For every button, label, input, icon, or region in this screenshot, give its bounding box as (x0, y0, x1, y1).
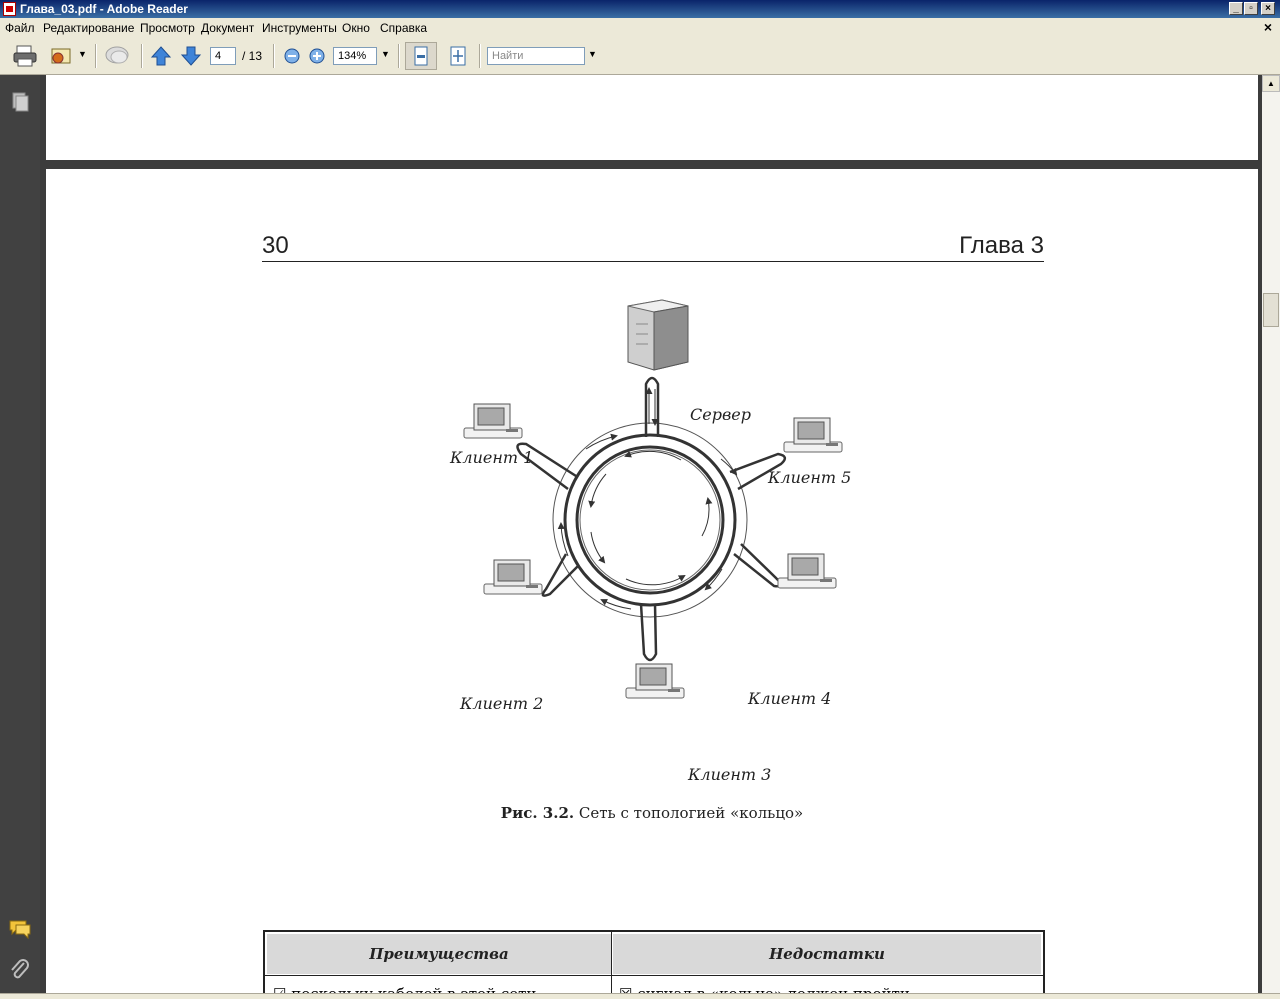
fit-page-icon[interactable] (446, 44, 470, 68)
chevron-down-icon[interactable]: ▼ (78, 49, 87, 59)
table-container: Преимущества Недостатки ☑ поскольку кабе… (263, 930, 1045, 993)
table-header-advantages: Преимущества (267, 934, 611, 974)
vertical-scrollbar[interactable]: ▲ (1262, 75, 1280, 993)
menu-file[interactable]: Файл (5, 21, 35, 35)
figure-caption-text: Сеть с топологией «кольцо» (578, 804, 804, 822)
pdf-page-previous (46, 75, 1258, 160)
page-number: 30 (262, 232, 289, 259)
header-rule (262, 261, 1044, 262)
menu-edit[interactable]: Редактирование (43, 21, 135, 35)
zoom-out-icon[interactable] (283, 44, 301, 68)
window-title: Глава_03.pdf - Adobe Reader (20, 2, 188, 16)
print-icon[interactable] (12, 44, 40, 68)
comment-bubble-icon[interactable] (8, 918, 32, 940)
menu-document[interactable]: Документ (201, 21, 255, 35)
document-close-icon[interactable]: × (1263, 19, 1272, 35)
attachment-icon[interactable] (9, 959, 31, 981)
arrow-down-icon[interactable] (180, 44, 202, 68)
client-4-computer-icon (777, 553, 837, 589)
page-number-input[interactable]: 4 (210, 47, 236, 65)
menu-bar: Файл Редактирование Просмотр Документ Ин… (0, 18, 1280, 38)
server-label: Сервер (690, 405, 751, 424)
client-5-label: Клиент 5 (768, 468, 852, 487)
client-1-label: Клиент 1 (450, 448, 534, 467)
search-input[interactable]: Найти (487, 47, 585, 65)
client-3-label: Клиент 3 (688, 765, 772, 784)
client-2-computer-icon (483, 559, 543, 595)
server-icon (627, 299, 689, 371)
document-viewer[interactable]: 30 Глава 3 (40, 75, 1262, 993)
maximize-button[interactable]: ▫ (1244, 2, 1258, 15)
client-1-computer-icon (463, 403, 523, 439)
figure-caption-label: Рис. 3.2. (500, 804, 575, 822)
chapter-title: Глава 3 (959, 232, 1044, 259)
figure-caption: Рис. 3.2. Сеть с топологией «кольцо» (46, 804, 1258, 822)
title-bar: Глава_03.pdf - Adobe Reader _ ▫ × (0, 0, 1280, 18)
table-cell-disadvantage-1: ☒ сигнал в «кольце» должен пройти (619, 985, 910, 993)
pdf-app-icon (3, 2, 16, 16)
menu-tools[interactable]: Инструменты (262, 21, 337, 35)
search-chevron-down-icon[interactable]: ▼ (588, 49, 597, 59)
arrow-up-icon[interactable] (150, 44, 172, 68)
close-button[interactable]: × (1261, 2, 1275, 15)
client-4-label: Клиент 4 (748, 689, 832, 708)
table-header-disadvantages: Недостатки (613, 934, 1041, 974)
menu-view[interactable]: Просмотр (140, 21, 195, 35)
client-2-label: Клиент 2 (460, 694, 544, 713)
scroll-up-arrow-icon[interactable]: ▲ (1262, 75, 1280, 92)
pages-icon[interactable] (9, 91, 31, 113)
status-strip (0, 993, 1280, 999)
ring-topology-diagram (463, 299, 843, 699)
scrollbar-thumb[interactable] (1263, 293, 1279, 327)
pdf-page: 30 Глава 3 (46, 169, 1258, 993)
comments-icon[interactable] (103, 44, 131, 68)
minimize-button[interactable]: _ (1229, 2, 1243, 15)
zoom-in-icon[interactable] (308, 44, 326, 68)
client-3-computer-icon (625, 663, 685, 699)
table-cell-advantage-1: ☑ поскольку кабелей в этой сети (273, 985, 536, 993)
navigation-panel (0, 75, 40, 998)
menu-window[interactable]: Окно (342, 21, 370, 35)
toolbar: ▼ 4 / 13 134% ▼ Найти ▼ (0, 38, 1280, 75)
page-total: / 13 (242, 49, 263, 63)
zoom-input[interactable]: 134% (333, 47, 377, 65)
fit-width-icon (414, 46, 428, 66)
email-icon[interactable] (48, 44, 74, 68)
fit-width-button[interactable] (405, 42, 437, 70)
client-5-computer-icon (783, 417, 843, 453)
zoom-chevron-down-icon[interactable]: ▼ (381, 49, 390, 59)
menu-help[interactable]: Справка (380, 21, 428, 35)
